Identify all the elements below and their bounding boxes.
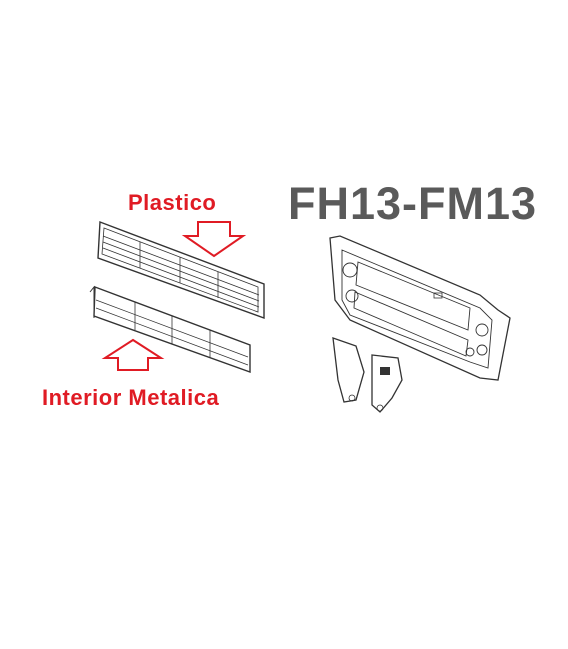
down-arrow-icon (181, 221, 247, 258)
truck-front-panel (329, 235, 511, 381)
interior-metal-label: Interior Metalica (42, 385, 220, 410)
plastic-grille (97, 221, 265, 319)
side-trim-pieces (332, 337, 403, 413)
up-arrow-icon (101, 338, 165, 371)
metal-interior-grille (89, 285, 251, 373)
model-title: FH13-FM13 (288, 178, 538, 229)
plastic-label: Plastico (128, 190, 217, 215)
